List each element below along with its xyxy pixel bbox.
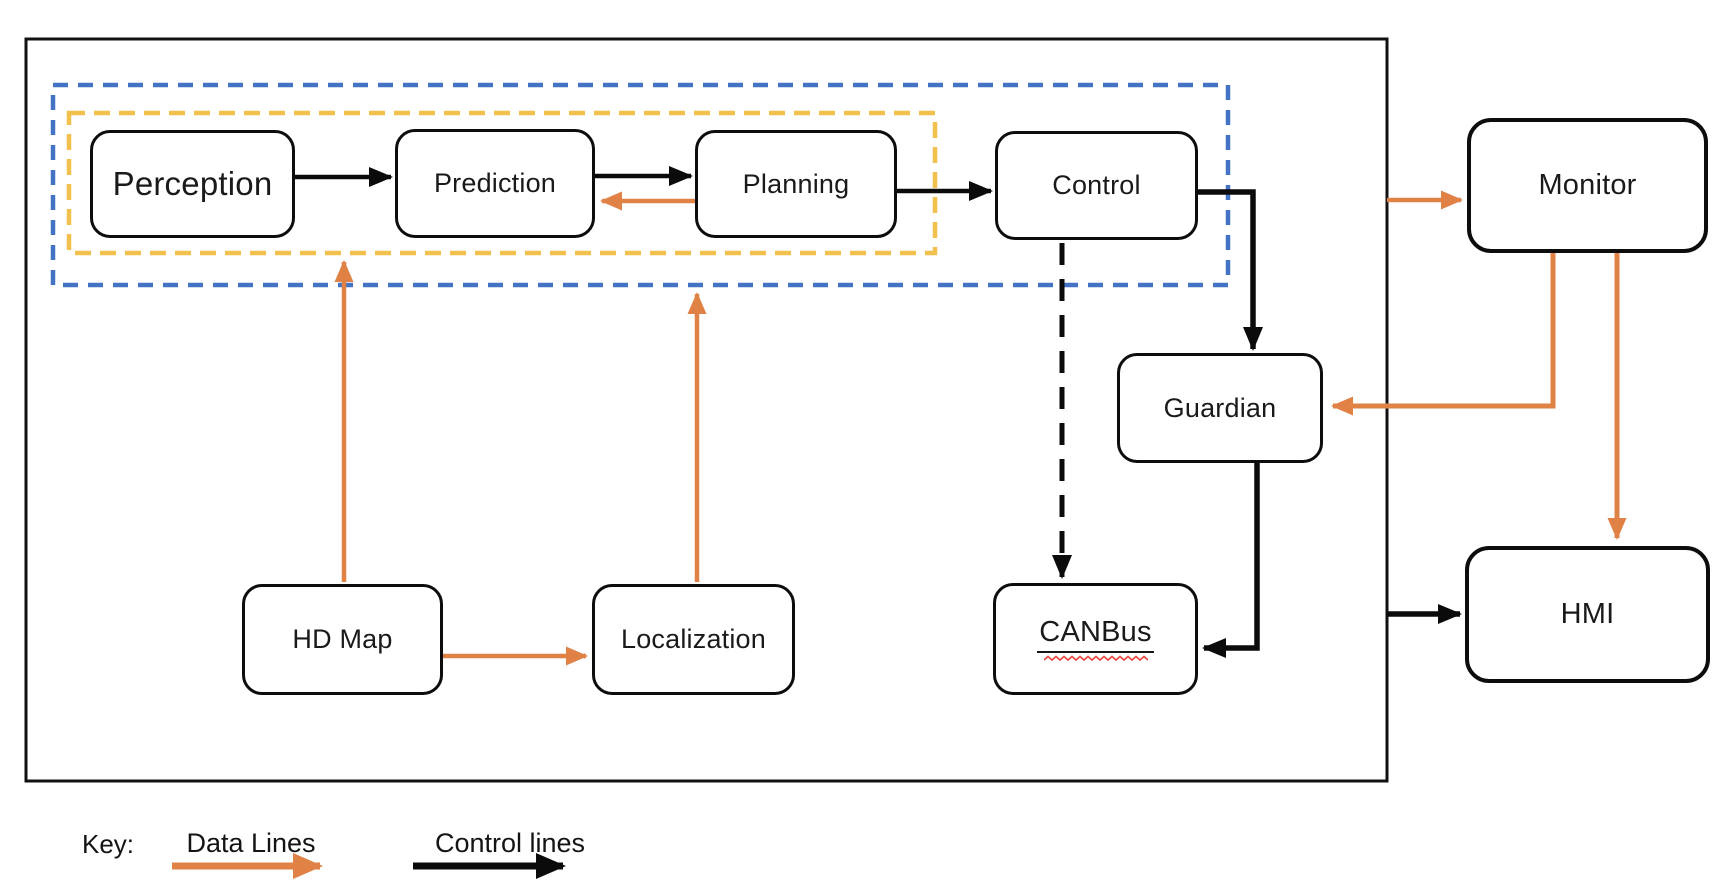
box-localization-label: Localization	[621, 624, 766, 654]
box-localization: Localization	[592, 584, 795, 695]
box-guardian: Guardian	[1117, 353, 1323, 463]
spellcheck-squiggle	[1043, 655, 1148, 662]
key-title: Key:	[82, 829, 135, 859]
box-hd-map: HD Map	[242, 584, 443, 695]
arrow-control-to-guardian	[1198, 189, 1263, 351]
box-prediction: Prediction	[395, 129, 595, 238]
canbus-label-wrap: CANBus	[1037, 616, 1154, 662]
arrow-monitor-to-guardian	[1331, 252, 1556, 416]
blue-dashed-group-frame	[50, 82, 1231, 288]
box-perception-label: Perception	[112, 165, 273, 202]
box-hmi-label: HMI	[1560, 598, 1615, 630]
key-control-lines-text: Control lines	[434, 828, 586, 858]
box-control-label: Control	[1052, 170, 1141, 200]
box-control: Control	[995, 131, 1198, 240]
box-planning: Planning	[695, 130, 897, 238]
arrow-guardian-to-canbus	[1202, 463, 1260, 658]
box-guardian-label: Guardian	[1163, 392, 1277, 423]
outer-system-frame	[24, 37, 1389, 783]
box-monitor-label: Monitor	[1538, 169, 1637, 201]
box-hd-map-label: HD Map	[292, 624, 393, 654]
yellow-dashed-group-frame	[66, 110, 938, 256]
box-perception: Perception	[90, 130, 295, 238]
key-control-lines-label: Control lines	[420, 828, 600, 859]
box-hmi: HMI	[1465, 546, 1710, 683]
box-planning-label: Planning	[742, 168, 850, 199]
box-canbus-label: CANBus	[1037, 616, 1154, 653]
key-data-lines-text: Data Lines	[186, 828, 316, 858]
box-prediction-label: Prediction	[433, 168, 557, 198]
key-data-lines-label: Data Lines	[171, 828, 331, 859]
box-monitor: Monitor	[1467, 118, 1708, 253]
box-canbus: CANBus	[993, 583, 1198, 695]
